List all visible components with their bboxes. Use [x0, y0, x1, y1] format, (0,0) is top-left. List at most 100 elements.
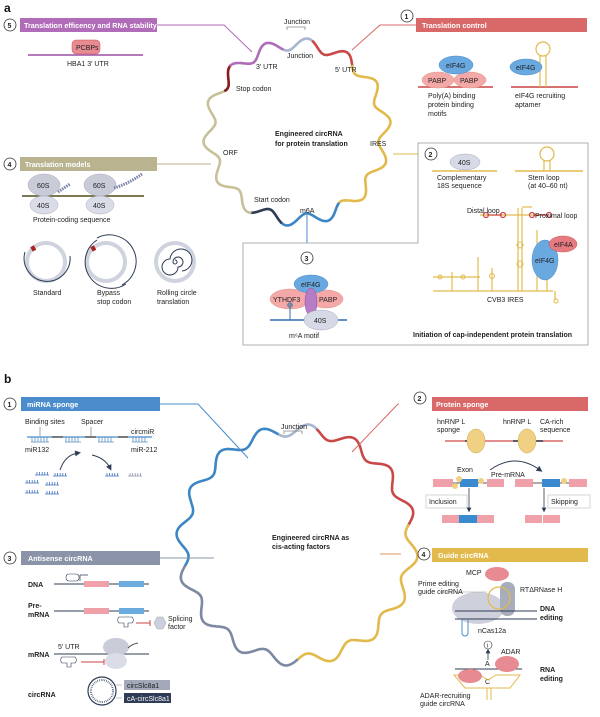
base-a-label: A [485, 661, 490, 668]
adar-guide-1: ADAR-recruiting [420, 693, 471, 700]
hnrnp-label: hnRNP L [503, 419, 531, 426]
box-antisense-circrna: 3 Antisense circRNA DNA Pre- mRNA mRNA c… [3, 551, 193, 706]
mirna-molecules [25, 472, 142, 495]
ythdf3-label: YTHDF3 [273, 297, 300, 304]
aptamer-caption-2: aptamer [515, 102, 541, 109]
rna-editing-1: RNA [540, 667, 555, 674]
spacer-label: Spacer [81, 419, 104, 426]
prime-guide-2: guide circRNA [418, 589, 463, 596]
ring-segment [276, 423, 319, 438]
distal-loop-label: Distal loop [467, 208, 500, 215]
ring-segment [249, 207, 283, 224]
row-pre: Pre- [28, 603, 42, 610]
b4-title: Guide circRNA [438, 551, 489, 560]
box-cap-independent-initiation: 2 40S Complementary 18S sequence Stem lo… [242, 142, 589, 346]
stem-loop-caption-1: Stem loop [528, 175, 560, 182]
ring-segment [295, 524, 419, 663]
protein-coding-caption: Protein-coding sequence [33, 217, 111, 224]
eif4g-label-2: eIF4G [516, 65, 535, 72]
box1-header [416, 18, 587, 32]
eif4g-label-box3: eIF4G [301, 282, 320, 289]
proximal-loop-label: Proximal loop [535, 213, 578, 220]
utr5-label-b3: 5′ UTR [58, 644, 80, 651]
row-pre-mrna: mRNA [28, 612, 49, 619]
skipping-box [547, 494, 591, 509]
exon-label: Exon [457, 467, 473, 474]
number-b1: 1 [8, 402, 12, 409]
model-standard: Standard [33, 290, 62, 297]
mirna-molecule [105, 473, 119, 477]
pabp-label-2: PABP [460, 78, 478, 85]
circslc8a1-label: circSlc8a1 [127, 683, 159, 690]
mirna-molecule [45, 491, 59, 495]
start-codon-label: Start codon [254, 197, 290, 204]
mirna-molecule [25, 480, 39, 484]
complementary-caption-2: 18S sequence [437, 183, 482, 190]
ring-segment [281, 37, 315, 52]
box1-title: Translation control [422, 21, 487, 30]
box4-header [20, 157, 157, 171]
number-3: 3 [305, 256, 309, 263]
b2-title: Protein sponge [436, 400, 488, 409]
polya-caption-1: Poly(A) binding [428, 93, 476, 100]
inclusion-box [425, 494, 468, 509]
rt-label: RTΔRNase H [520, 587, 562, 594]
ring-segment [202, 89, 252, 214]
mir132-label: miR132 [25, 447, 49, 454]
adar-guide-2: guide circRNA [420, 701, 465, 708]
ncas12a-label: nCas12a [478, 628, 506, 635]
adar-label: ADAR [501, 649, 520, 656]
number-b2: 2 [418, 396, 422, 403]
box5-title: Translation efficency and RNA stability [24, 21, 157, 30]
splicing-factor-2: factor [168, 624, 186, 631]
box5-header [20, 18, 157, 32]
dna-editing-1: DNA [540, 606, 555, 613]
box-translation-efficiency: 5 Translation efficency and RNA stabilit… [3, 18, 157, 68]
b1-title: miRNA sponge [27, 400, 78, 409]
number-5: 5 [8, 23, 12, 30]
ring-b-labels: Junction Engineered circRNA as cis-actin… [272, 424, 349, 551]
ring-segment [337, 64, 392, 205]
ring-segment [311, 40, 354, 68]
ca-circslc8a1-label: cA-circSlc8a1 [127, 696, 170, 703]
junction-label-b: Junction [281, 424, 307, 431]
connectors-a [157, 24, 418, 243]
box-translation-models: 4 Translation models 60S 40S 60S 40S Pro… [3, 157, 197, 306]
cap-independent-footer: Initiation of cap-independent protein tr… [413, 332, 572, 339]
b3-title: Antisense circRNA [28, 554, 93, 563]
mirna-molecule [25, 490, 39, 494]
box-protein-sponge: 2 Protein sponge hnRNP L sponge hnRNP L … [413, 391, 591, 523]
pre-mrna-label: Pre-mRNA [491, 472, 525, 479]
row-circrna: circRNA [28, 692, 56, 699]
polya-caption-3: motifs [428, 111, 447, 118]
stem-loop-caption-2: (at 40–60 nt) [528, 183, 568, 190]
40s-label-1: 40S [37, 203, 50, 210]
panel-a-label: a [4, 1, 11, 15]
binding-sites-label: Binding sites [25, 419, 65, 426]
row-mrna: mRNA [28, 652, 49, 659]
ca-rich-2: sequence [540, 427, 570, 434]
ring-a-labels: Junction Junction 3′ UTR 5′ UTR Stop cod… [223, 19, 387, 215]
ring-segment [179, 563, 299, 667]
inosine-label: I [487, 644, 489, 650]
dna-editing-2: editing [540, 615, 563, 622]
circmir-label: circmiR [131, 429, 154, 436]
row-dna: DNA [28, 582, 43, 589]
mirna-molecule [45, 482, 59, 486]
mirna-molecule [128, 473, 142, 477]
complementary-caption-1: Complementary [437, 175, 487, 182]
model-rolling-1: Rolling circle [157, 290, 197, 297]
box-guide-circrna: 4 Guide circRNA MCP Prime editing guide … [417, 547, 588, 708]
eif4g-label-box2: eIF4G [535, 258, 554, 265]
eif4g-label-1: eIF4G [446, 63, 465, 70]
ring-b-title-line2: cis-acting factors [272, 544, 330, 551]
number-b3: 3 [8, 556, 12, 563]
mcp-label: MCP [466, 570, 482, 577]
connectors-b [160, 403, 401, 559]
inclusion-label: Inclusion [429, 499, 457, 506]
ring-segment [229, 41, 284, 67]
b1-header [21, 397, 160, 411]
ca-rich-1: CA-rich [540, 419, 563, 426]
model-rolling-2: translation [157, 299, 189, 306]
